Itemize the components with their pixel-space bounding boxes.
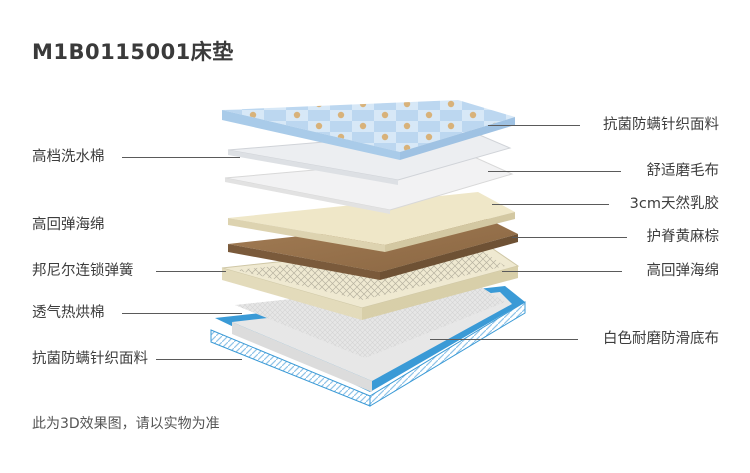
leader-right-knitted-fabric [488, 125, 580, 126]
label-left-breathable-cotton: 透气热烘棉 [32, 305, 105, 321]
leader-left-washed-cotton [122, 157, 240, 158]
label-right-brushed-fabric: 舒适磨毛布 [646, 163, 720, 179]
footnote: 此为3D效果图，请以实物为准 [32, 416, 220, 432]
leader-left-breathable-cotton [122, 313, 242, 314]
leader-left-bonnell-springs [156, 271, 226, 272]
label-right-high-resilience-foam: 高回弹海绵 [646, 263, 720, 279]
label-left-knitted-fabric: 抗菌防螨针织面料 [32, 351, 148, 367]
page-title: M1B0115001床垫 [32, 40, 234, 64]
top-fabric-layer [222, 100, 515, 160]
leader-right-coir [512, 237, 627, 238]
leader-right-latex [492, 204, 609, 205]
label-right-knitted-fabric: 抗菌防螨针织面料 [603, 117, 719, 133]
label-left-high-resilience-foam: 高回弹海绵 [32, 217, 105, 233]
leader-right-high-resilience-foam [502, 271, 622, 272]
latex-layer [228, 192, 515, 252]
leader-right-anti-slip-base [430, 339, 578, 340]
label-left-washed-cotton: 高档洗水棉 [32, 149, 105, 165]
label-right-anti-slip-base: 白色耐磨防滑底布 [603, 331, 719, 347]
leader-left-knitted-fabric [156, 359, 242, 360]
label-left-bonnell-springs: 邦尼尔连锁弹簧 [32, 263, 134, 279]
label-right-coir: 护脊黄麻棕 [646, 229, 720, 245]
label-right-latex: 3cm天然乳胶 [629, 196, 719, 212]
leader-right-brushed-fabric [488, 171, 621, 172]
